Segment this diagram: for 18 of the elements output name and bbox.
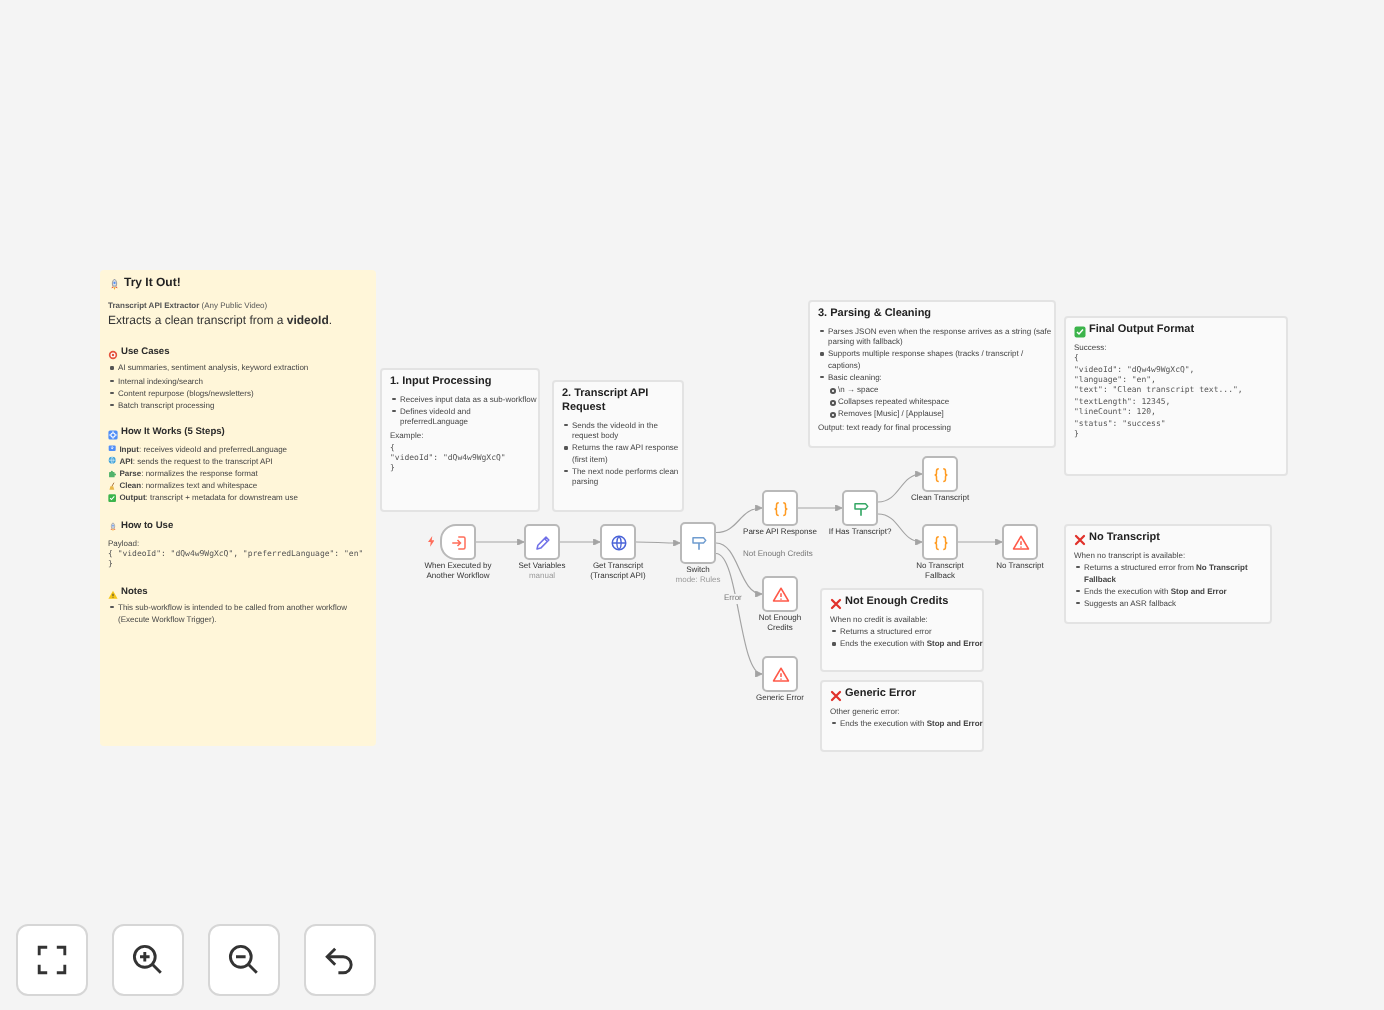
sticky-note	[820, 680, 984, 752]
connector-arrow	[715, 552, 763, 675]
connector-arrow	[715, 504, 763, 534]
connector-arrow	[559, 538, 601, 546]
connector-arrow	[877, 513, 923, 545]
connector-arrow	[635, 539, 681, 547]
sticky-note	[100, 270, 376, 746]
sticky-note	[820, 588, 984, 672]
connector-arrow	[957, 538, 1003, 546]
connector-arrow	[797, 504, 843, 512]
connector-arrow	[877, 471, 923, 503]
sticky-note	[808, 300, 1056, 448]
sticky-note	[1064, 316, 1288, 476]
sticky-note	[1064, 524, 1272, 624]
sticky-note	[380, 368, 540, 512]
connector-arrow	[475, 538, 525, 546]
sticky-note	[552, 380, 684, 512]
connector-arrow	[715, 542, 763, 597]
